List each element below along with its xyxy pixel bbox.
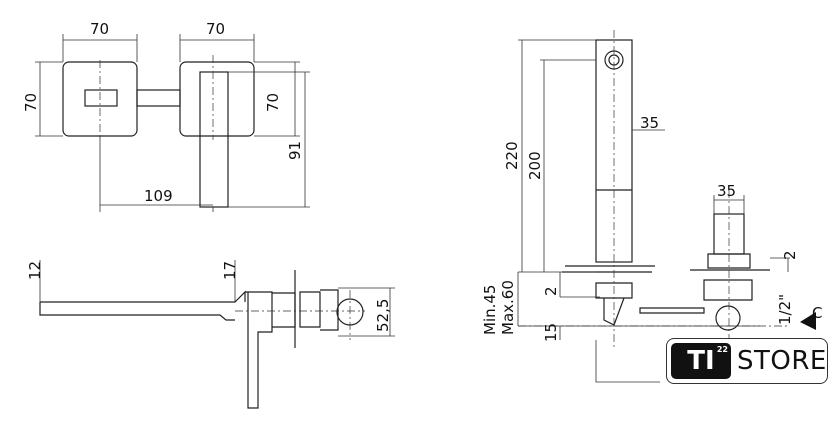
dim-height-left: 70 xyxy=(22,93,40,112)
dim-spout-width: 35 xyxy=(640,114,659,132)
dim-min-depth: Min.45 xyxy=(481,285,499,335)
side-view xyxy=(39,260,395,409)
logo-superscript: 22 xyxy=(716,345,728,354)
dim-width-left: 70 xyxy=(90,20,109,38)
dim-total-height: 220 xyxy=(503,141,521,170)
dim-valve-height: 52,5 xyxy=(374,299,392,332)
dim-offset: 15 xyxy=(542,323,560,342)
dim-width-right: 70 xyxy=(206,20,225,38)
dim-spacing: 109 xyxy=(144,187,173,205)
vertical-view xyxy=(517,30,816,383)
dim-height-right: 70 xyxy=(264,93,282,112)
logo-mark: TI 22 xyxy=(671,343,731,379)
top-view xyxy=(35,34,310,212)
dim-body-height: 17 xyxy=(221,261,239,280)
dim-spout-height: 12 xyxy=(26,261,44,280)
store-logo: TI 22 STORE xyxy=(666,338,828,384)
connection-label: C xyxy=(812,304,822,322)
dim-lever-depth: 91 xyxy=(286,141,304,160)
dim-plate-left: 2 xyxy=(542,286,560,296)
logo-word: STORE xyxy=(737,346,827,376)
dim-thread: 1/2" xyxy=(776,294,794,325)
dim-spout-length: 200 xyxy=(526,151,544,180)
dim-max-depth: Max.60 xyxy=(499,280,517,335)
logo-brand: TI xyxy=(687,346,715,376)
dim-valve-width: 35 xyxy=(717,182,736,200)
connection-arrow-icon xyxy=(800,312,816,330)
dim-plate-right: 2 xyxy=(781,250,799,260)
